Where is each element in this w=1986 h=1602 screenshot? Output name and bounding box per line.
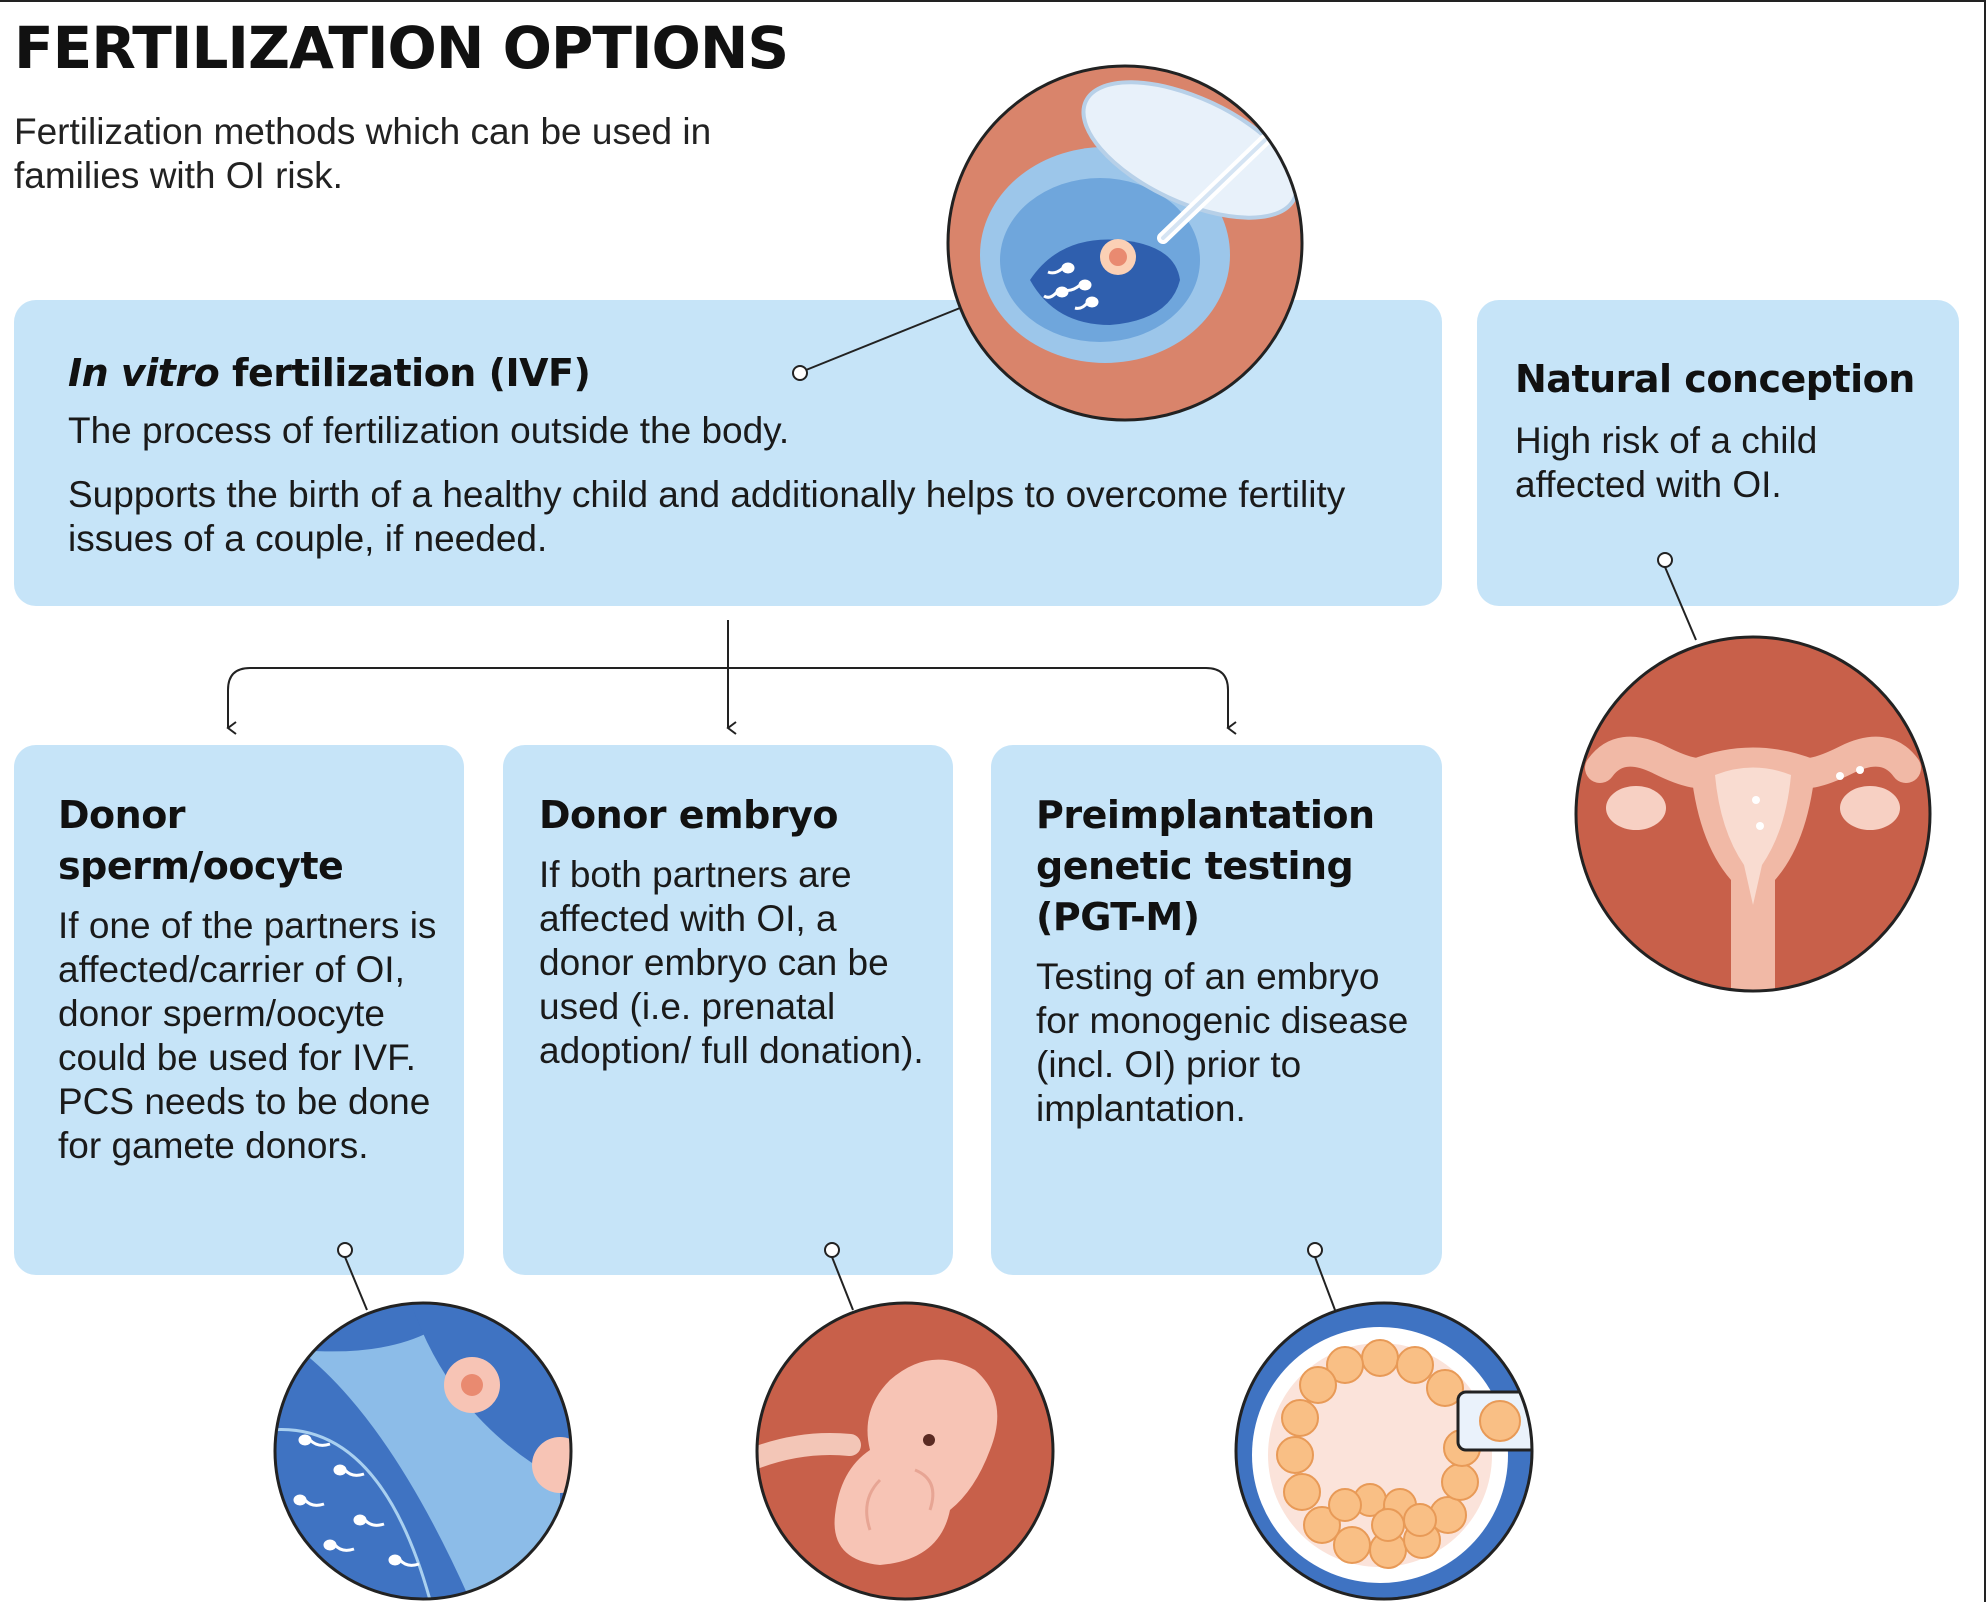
donor-embryo-box: Donor embryo If both partners are affect… bbox=[503, 745, 953, 1275]
branch-connector bbox=[226, 620, 1237, 735]
fetus-icon bbox=[755, 1301, 1055, 1601]
natural-pointer-dot bbox=[1657, 552, 1673, 568]
page-subtitle: Fertilization methods which can be used … bbox=[14, 111, 712, 196]
embryo-pointer-dot bbox=[824, 1242, 840, 1258]
ivf-title-rest: fertilization (IVF) bbox=[219, 351, 591, 395]
natural-conception-text: High risk of a child affected with OI. bbox=[1515, 420, 1818, 505]
pgt-pointer-dot bbox=[1307, 1242, 1323, 1258]
natural-conception-box: Natural conception High risk of a child … bbox=[1477, 300, 1959, 606]
pgt-text: Testing of an embryo for monogenic disea… bbox=[1036, 956, 1409, 1129]
donor-embryo-text: If both partners are affected with OI, a… bbox=[539, 854, 924, 1071]
donor-gamete-title: Donor sperm/oocyte bbox=[58, 793, 344, 888]
embryo-pointer-line bbox=[831, 1256, 854, 1311]
donor-embryo-title: Donor embryo bbox=[539, 793, 838, 837]
ivf-title-italic: In vitro bbox=[68, 351, 220, 395]
gamete-pointer-line bbox=[344, 1256, 368, 1311]
pointer-leaders bbox=[337, 305, 1697, 1311]
ivf-benefit: Supports the birth of a healthy child an… bbox=[68, 474, 1346, 559]
pgt-pointer-line bbox=[1314, 1256, 1336, 1311]
branch-line bbox=[227, 667, 1229, 728]
natural-pointer-line bbox=[1664, 566, 1697, 641]
gamete-pointer-dot bbox=[337, 1242, 353, 1258]
donor-gamete-box: Donor sperm/oocyte If one of the partner… bbox=[14, 745, 464, 1275]
blastocyst-icon bbox=[1234, 1301, 1534, 1601]
pgt-box: Preimplantation genetic testing (PGT-M) … bbox=[991, 745, 1442, 1275]
ivf-pointer-line bbox=[805, 305, 966, 371]
natural-conception-title: Natural conception bbox=[1515, 357, 1915, 401]
ivf-pointer-dot bbox=[792, 365, 808, 381]
uterus-icon bbox=[1574, 635, 1932, 993]
donor-gamete-text: If one of the partners is affected/carri… bbox=[58, 905, 437, 1166]
ivf-description: The process of fertilization outside the… bbox=[68, 410, 790, 451]
petri-dish-icon bbox=[946, 64, 1304, 422]
sperm-oocyte-icon bbox=[273, 1301, 573, 1601]
pgt-title: Preimplantation genetic testing (PGT-M) bbox=[1036, 793, 1375, 939]
page-title: FERTILIZATION OPTIONS bbox=[14, 14, 789, 82]
ivf-title: In vitro fertilization (IVF) bbox=[68, 348, 1348, 399]
